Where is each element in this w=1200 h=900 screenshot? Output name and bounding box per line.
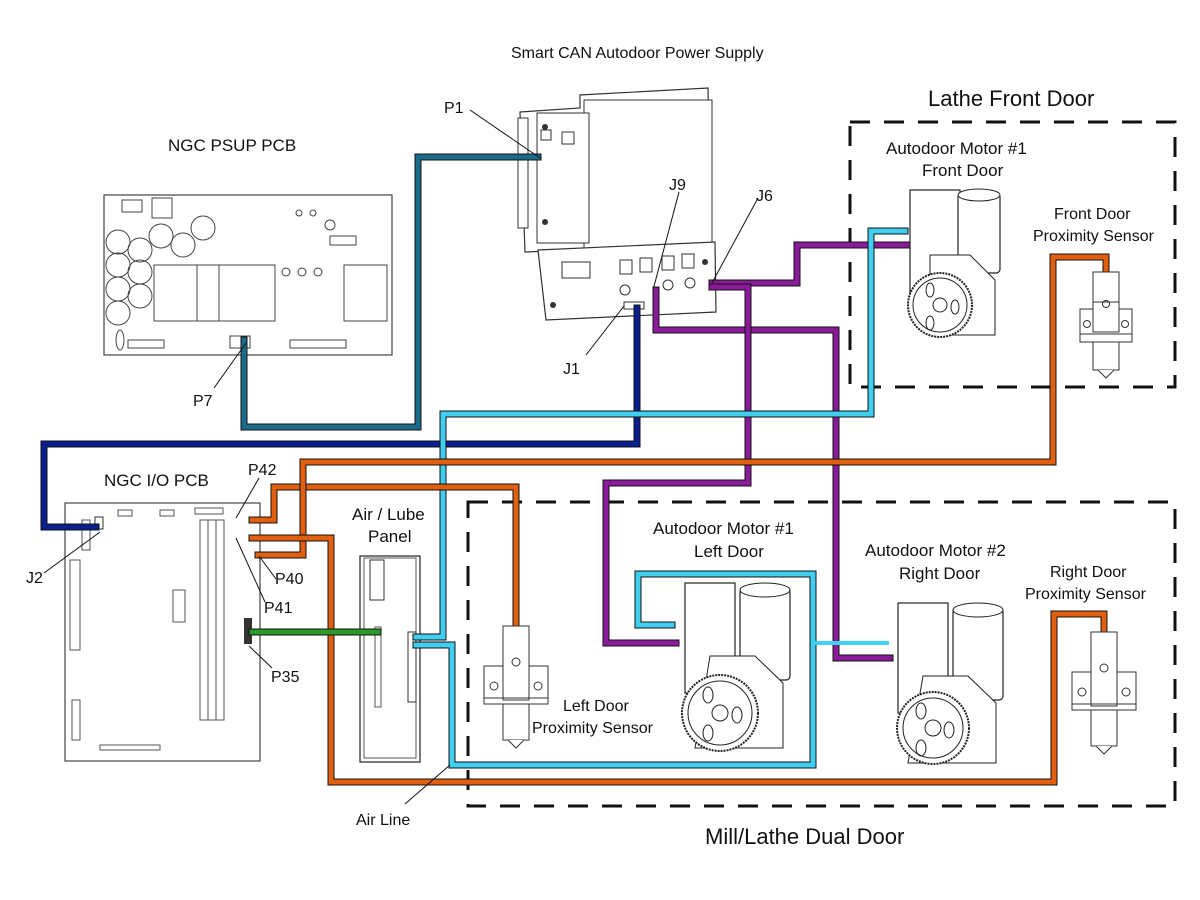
left-sensor-label-1: Left Door [563,698,629,715]
air-lube-panel [359,555,421,763]
power-supply-title: Smart CAN Autodoor Power Supply [511,45,764,62]
leader-lines [43,109,759,805]
connector-j9-label: J9 [669,177,686,194]
connector-p41-label: P41 [264,600,293,617]
connector-p7-label: P7 [193,393,213,410]
wire-purple-j6-front-motor [708,241,914,287]
right-motor-label-1: Autodoor Motor #2 [865,541,1006,560]
connector-j6-label: J6 [756,188,773,205]
connector-p40-label: P40 [275,571,304,588]
left-motor-label-1: Autodoor Motor #1 [653,519,794,538]
air-lube-label-1: Air / Lube [352,505,425,524]
motor-right-door [896,602,1004,765]
connector-j2-label: J2 [26,570,43,587]
right-motor-label-2: Right Door [899,564,981,583]
air-lube-label-2: Panel [368,527,412,546]
dual-door-group-box [466,500,1177,808]
air-line-label: Air Line [356,812,411,829]
group-lathe-front-door-label: Lathe Front Door [928,86,1095,111]
left-motor-label-2: Left Door [694,542,764,561]
connector-p42-label: P42 [248,462,277,479]
lathe-front-door-group-box [848,120,1177,389]
front-motor-label-2: Front Door [922,161,1004,180]
group-dual-door-label: Mill/Lathe Dual Door [705,824,905,849]
connector-p1-label: P1 [444,100,464,117]
right-sensor-label-1: Right Door [1050,564,1127,581]
wires [40,153,1110,786]
front-sensor-label-2: Proximity Sensor [1033,228,1154,245]
smart-can-power-supply [517,87,717,321]
psup-pcb [103,194,393,356]
front-motor-label-1: Autodoor Motor #1 [886,139,1027,158]
front-sensor-label-1: Front Door [1054,206,1131,223]
sensor-front-door [1079,271,1133,379]
sensor-left-door [483,625,549,749]
right-sensor-label-2: Proximity Sensor [1025,586,1146,603]
io-pcb [64,502,261,762]
connector-p35-label: P35 [271,669,300,686]
io-pcb-title: NGC I/O PCB [104,471,209,490]
sensor-right-door [1071,631,1137,755]
motor-left-door [681,582,791,752]
motor-front-door [907,188,1001,338]
psup-pcb-title: NGC PSUP PCB [168,136,297,155]
left-sensor-label-2: Proximity Sensor [532,720,653,737]
connector-j1-label: J1 [563,361,580,378]
